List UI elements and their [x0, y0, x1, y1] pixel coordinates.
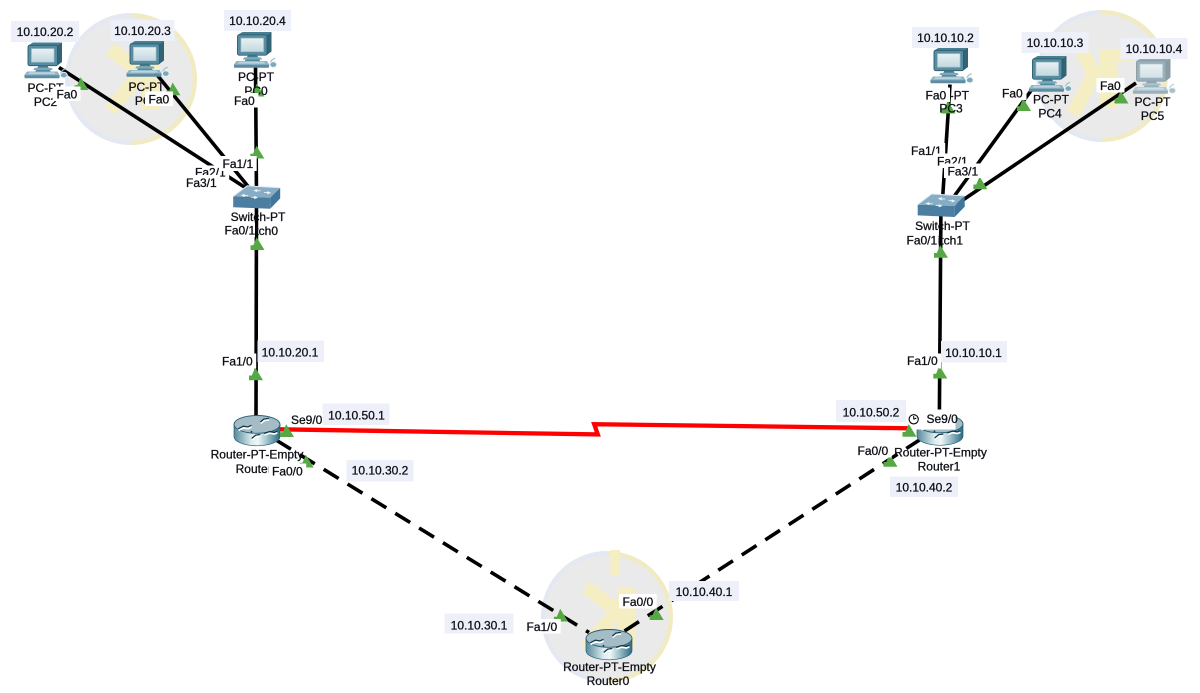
svg-text:PC-PT: PC-PT	[129, 80, 166, 94]
svg-text:10.10.20.2: 10.10.20.2	[17, 25, 74, 39]
svg-text:Fa3/1: Fa3/1	[186, 176, 217, 190]
svg-text:Fa0: Fa0	[1002, 87, 1023, 101]
svg-text:Fa0/0: Fa0/0	[272, 465, 303, 479]
svg-text:Fa0: Fa0	[926, 89, 947, 103]
svg-text:Fa1/0: Fa1/0	[222, 355, 253, 369]
svg-text:10.10.10.3: 10.10.10.3	[1027, 36, 1084, 50]
svg-text:PC-PT: PC-PT	[238, 70, 275, 84]
svg-text:PC4: PC4	[1038, 107, 1062, 121]
svg-text:Fa0/1: Fa0/1	[225, 224, 256, 238]
svg-text:Fa0: Fa0	[234, 94, 255, 108]
svg-text:10.10.30.1: 10.10.30.1	[451, 619, 508, 633]
svg-text:Fa0: Fa0	[57, 88, 78, 102]
svg-text:10.10.50.1: 10.10.50.1	[328, 409, 385, 423]
svg-text:Fa1/0: Fa1/0	[527, 620, 558, 634]
svg-text:Router0: Router0	[587, 674, 630, 688]
svg-text:PC-PT: PC-PT	[1135, 95, 1172, 109]
svg-text:10.10.30.2: 10.10.30.2	[352, 464, 409, 478]
svg-text:Fa1/0: Fa1/0	[907, 354, 938, 368]
svg-text:Se9/0: Se9/0	[291, 413, 323, 427]
svg-text:10.10.20.3: 10.10.20.3	[114, 24, 171, 38]
svg-text:10.10.40.1: 10.10.40.1	[676, 585, 733, 599]
svg-text:Fa0/0: Fa0/0	[623, 595, 654, 609]
svg-text:10.10.10.4: 10.10.10.4	[1126, 42, 1183, 56]
svg-text:PC2: PC2	[34, 95, 58, 109]
svg-text:Fa0/1: Fa0/1	[907, 234, 938, 248]
svg-text:10.10.10.2: 10.10.10.2	[917, 31, 974, 45]
svg-text:10.10.20.4: 10.10.20.4	[229, 14, 286, 28]
svg-text:Fa3/1: Fa3/1	[948, 165, 979, 179]
svg-text:Se9/0: Se9/0	[927, 412, 959, 426]
svg-text:Fa0: Fa0	[1100, 79, 1121, 93]
svg-text:Router1: Router1	[918, 460, 961, 474]
svg-text:Fa1/1: Fa1/1	[223, 157, 254, 171]
svg-text:PC5: PC5	[1141, 109, 1165, 123]
svg-text:PC-PT: PC-PT	[1033, 93, 1070, 107]
svg-text:10.10.10.1: 10.10.10.1	[945, 346, 1002, 360]
svg-text:Router-PT-Empty: Router-PT-Empty	[894, 446, 987, 460]
svg-text:PC3: PC3	[939, 102, 963, 116]
svg-text:Router2: Router2	[236, 462, 279, 476]
svg-text:Router-PT-Empty: Router-PT-Empty	[563, 660, 656, 674]
svg-text:10.10.40.2: 10.10.40.2	[896, 481, 953, 495]
svg-text:Fa0: Fa0	[149, 93, 170, 107]
svg-text:Fa0/0: Fa0/0	[858, 444, 889, 458]
svg-text:Router-PT-Empty: Router-PT-Empty	[211, 448, 304, 462]
svg-text:Switch-PT: Switch-PT	[231, 210, 286, 224]
svg-text:10.10.20.1: 10.10.20.1	[262, 346, 319, 360]
svg-text:10.10.50.2: 10.10.50.2	[843, 406, 900, 420]
svg-text:Switch-PT: Switch-PT	[915, 219, 970, 233]
